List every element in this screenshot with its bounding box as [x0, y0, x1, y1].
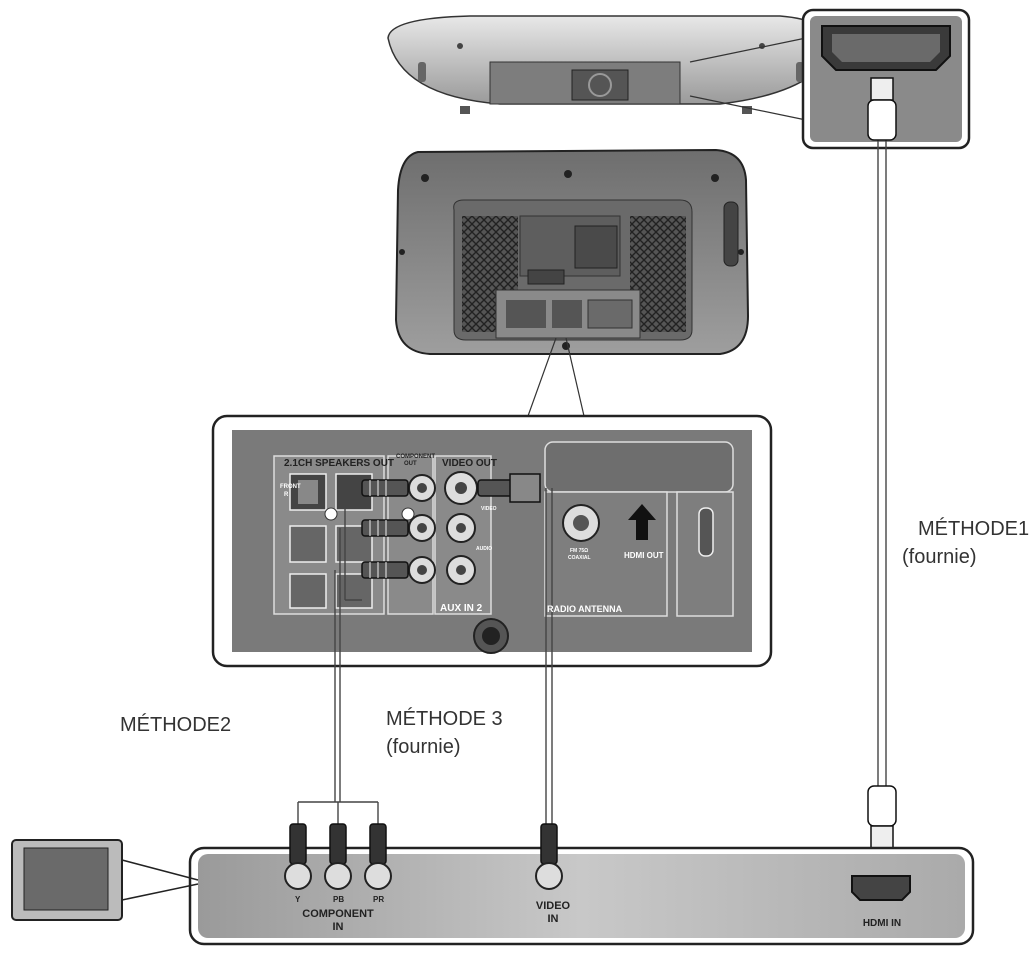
label-video: VIDEO [481, 506, 497, 512]
hdmi-plug-top [867, 77, 897, 141]
tv-panel [188, 823, 975, 946]
device-back-view [394, 148, 750, 355]
label-video-in-1: VIDEO [536, 900, 571, 912]
tv-icon [11, 839, 199, 921]
label-component-out-1: COMPONENT [396, 454, 435, 460]
label-y: Y [295, 895, 301, 904]
method1-sub-label: (fournie) [902, 546, 977, 568]
label-radio-antenna: RADIO ANTENNA [547, 604, 623, 614]
label-speakers-out: 2.1CH SPEAKERS OUT [284, 458, 394, 469]
label-video-in-2: IN [548, 913, 559, 925]
label-front-r: R [284, 492, 289, 498]
label-hdmi-in: HDMI IN [863, 918, 901, 929]
label-video-out: VIDEO OUT [442, 458, 497, 469]
method2-label: MÉTHODE2 [120, 714, 232, 736]
label-fm-1: FM 75Ω [570, 548, 588, 554]
label-component-in-1: COMPONENT [302, 908, 374, 920]
method1-label: MÉTHODE1 [918, 518, 1030, 540]
label-pr: PR [373, 895, 384, 904]
label-component-in-2: IN [333, 921, 344, 933]
label-hdmi-out: HDMI OUT [624, 551, 664, 560]
label-aux-in-2: AUX IN 2 [440, 603, 483, 614]
label-pb: PB [333, 895, 344, 904]
method3-label: MÉTHODE 3 [386, 708, 503, 730]
hdmi-plug-bottom [867, 785, 897, 849]
connector-panel [211, 414, 773, 668]
label-fm-2: COAXIAL [568, 555, 591, 561]
label-component-out-2: OUT [404, 461, 417, 467]
method3-sub-label: (fournie) [386, 736, 461, 758]
device-top-view [387, 15, 835, 114]
label-audio: AUDIO [476, 546, 492, 552]
label-front: FRONT [280, 484, 301, 490]
